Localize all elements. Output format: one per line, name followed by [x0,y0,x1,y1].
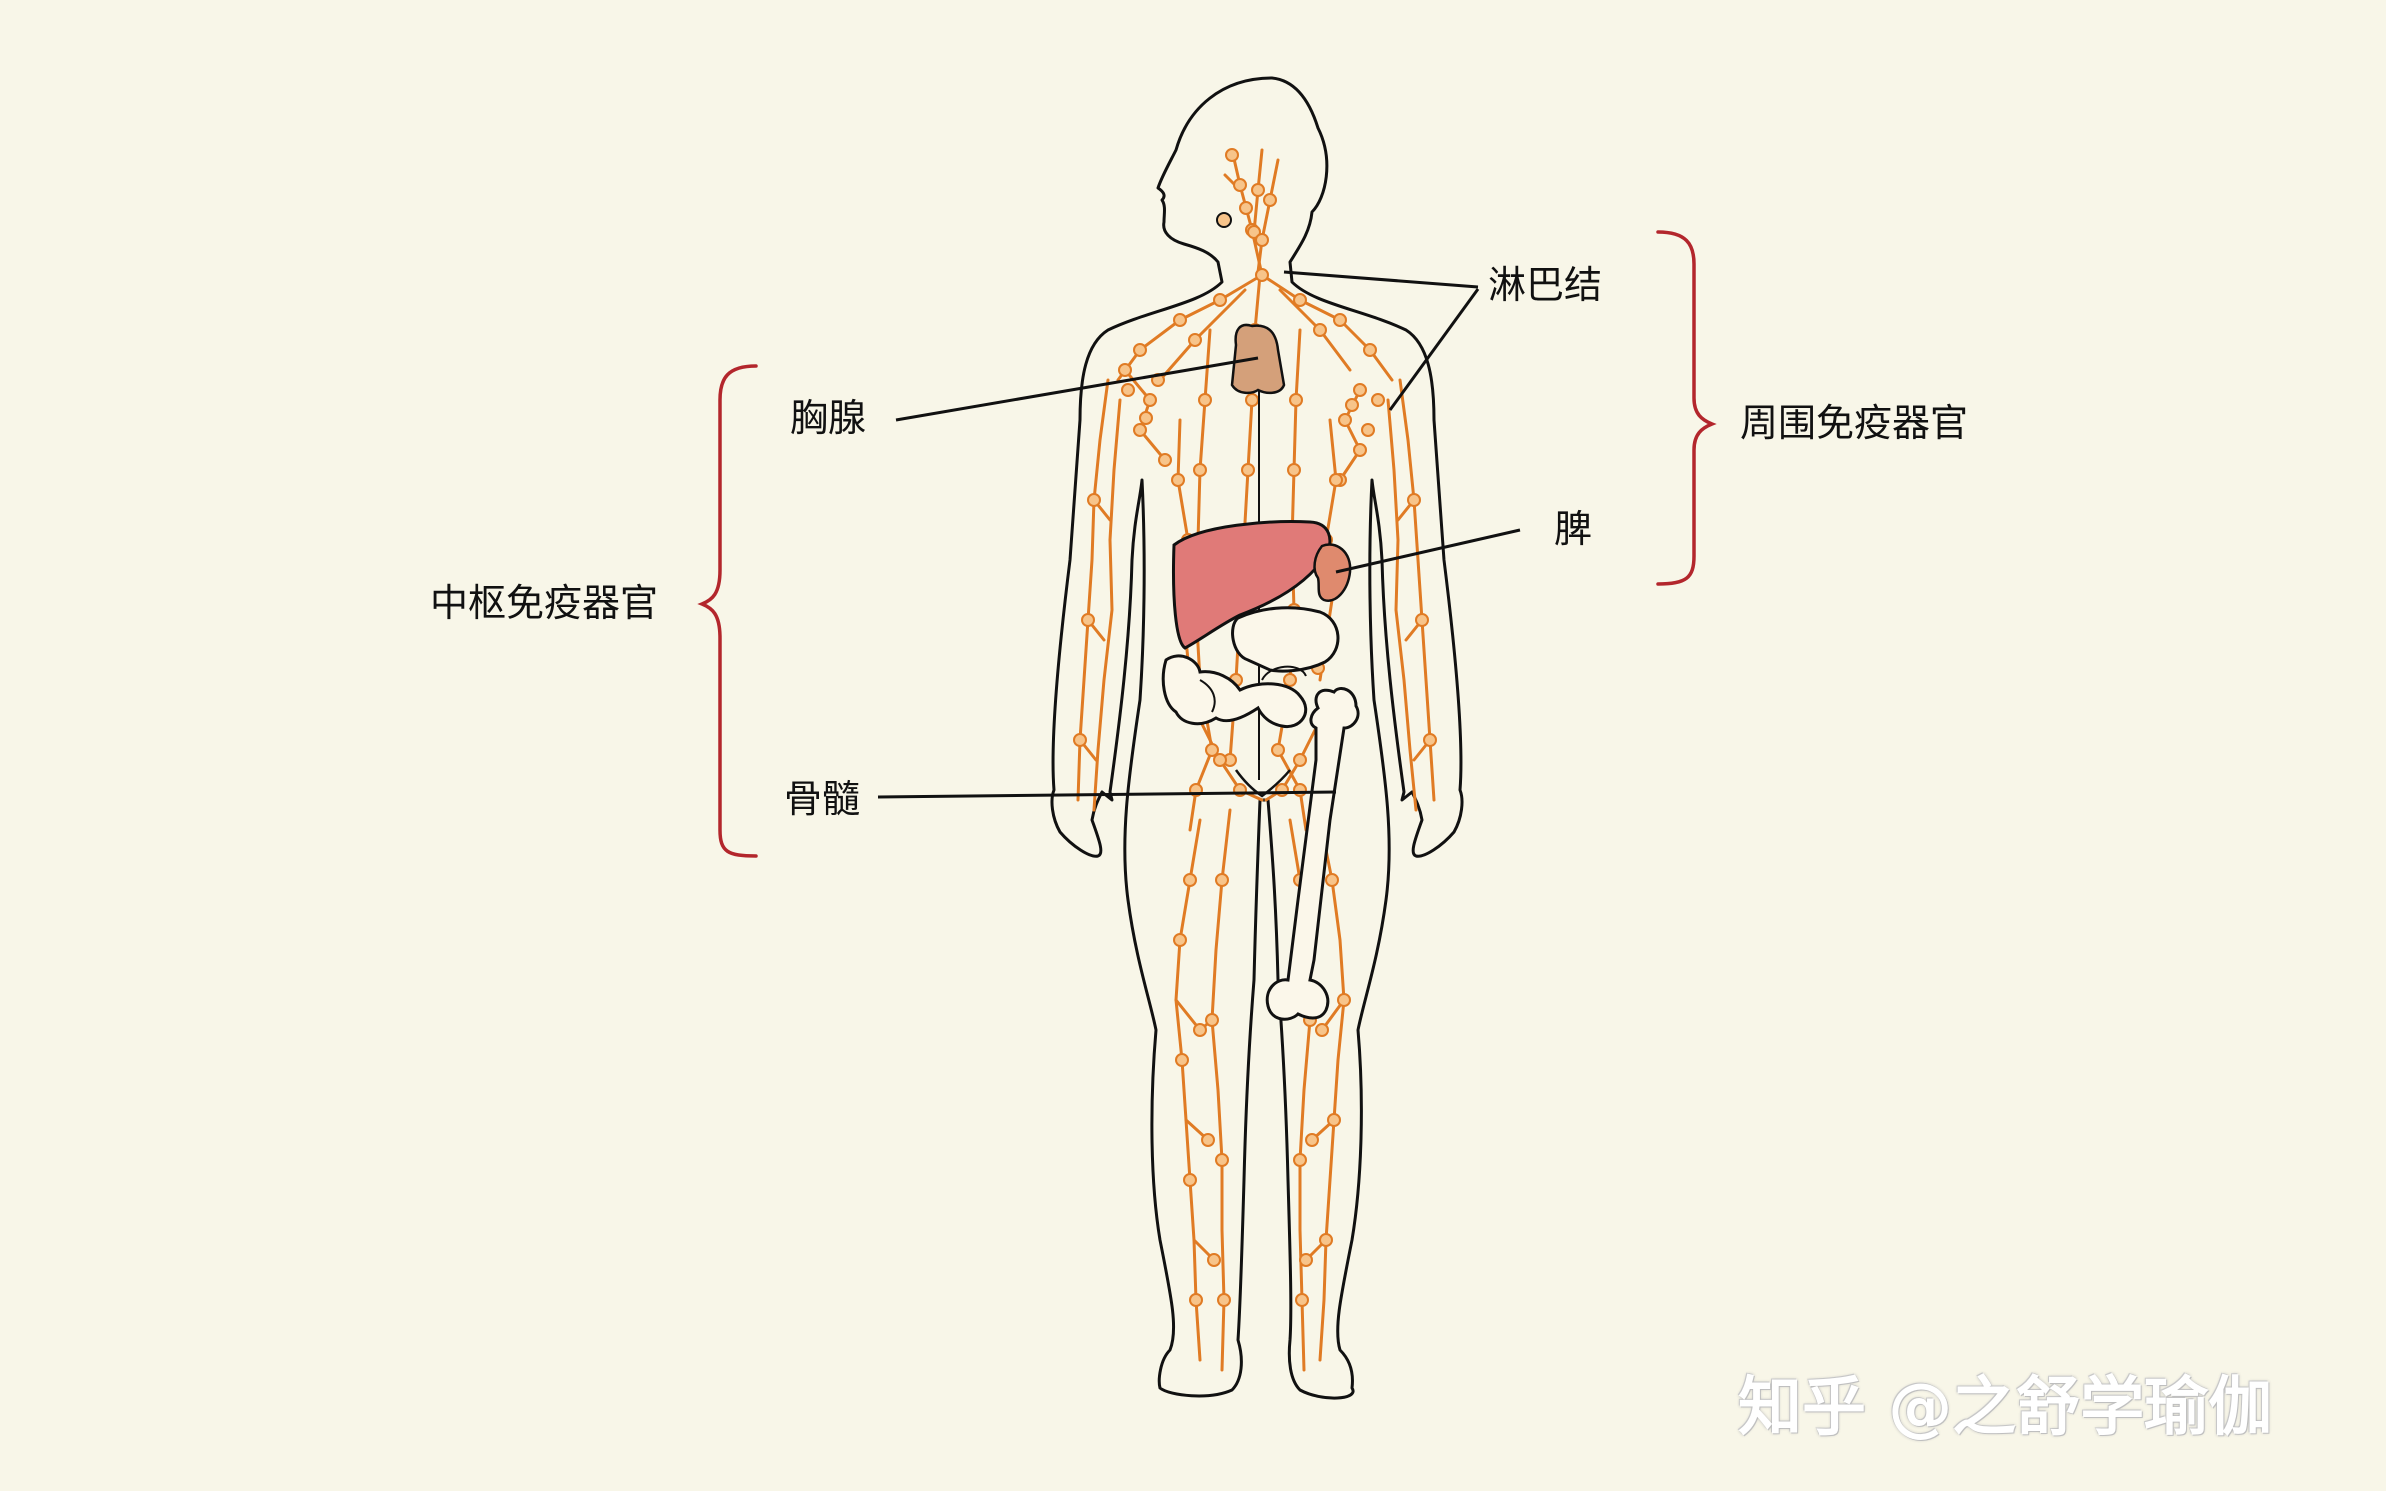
central-organs-bracket [697,364,758,858]
lymph-node [1225,148,1239,162]
lymph-node [1293,753,1307,767]
lymph-node [1121,383,1135,397]
lymph-node [1263,193,1277,207]
lymph-node [1233,178,1247,192]
label-bone-marrow: 骨髓 [784,777,861,821]
lymph-node [1247,225,1261,239]
leader-bone-marrow [877,790,1337,799]
lymph-node [1215,873,1229,887]
lymph-node [1241,463,1255,477]
lymph-node [1313,323,1327,337]
lymph-node [1327,1113,1341,1127]
lymph-node [1361,423,1375,437]
lymph-node [1183,873,1197,887]
lymph-node [1287,463,1301,477]
lymph-node [1245,393,1259,407]
lymph-node [1143,393,1157,407]
peripheral-organs-bracket [1656,230,1717,586]
lymph-node [1353,443,1367,457]
lymph-node [1175,1053,1189,1067]
lymph-node [1073,733,1087,747]
leader-thymus [895,356,1259,422]
lymph-node [1239,201,1253,215]
lymph-node [1325,873,1339,887]
lymph-node [1271,743,1285,757]
lymph-node [1251,183,1265,197]
label-lymph-nodes: 淋巴结 [1488,263,1603,307]
lymph-node [1118,363,1132,377]
lymph-node [1173,933,1187,947]
intestine-fold [1199,665,1307,713]
watermark-text: 知乎 @之舒学瑜伽 [1738,1371,2273,1445]
lymph-node [1299,1253,1313,1267]
lymph-node [1283,673,1297,687]
lymph-node [1158,453,1172,467]
lymph-node [1139,411,1153,425]
lymph-node [1329,473,1343,487]
lymph-node [1205,743,1219,757]
stomach-organ [1231,606,1340,673]
lymph-node [1337,993,1351,1007]
lymph-node [1255,233,1269,247]
lymph-node [1407,493,1421,507]
lymph-node [1193,1023,1207,1037]
lymph-node [1087,493,1101,507]
lymph-node [1363,343,1377,357]
lymph-node [1173,313,1187,327]
liver-organ [1171,520,1332,650]
lymph-node [1213,753,1227,767]
femur-bone [1265,687,1360,1021]
lymph-node [1345,398,1359,412]
lymph-node [1333,313,1347,327]
leader-lymph-nodes-neck [1283,270,1479,289]
leader-spleen [1335,528,1521,574]
lymph-node [1081,613,1095,627]
body-outline [1050,76,1464,1400]
lymph-node [1415,613,1429,627]
lymph-node [1188,333,1202,347]
lymph-node [1205,1013,1219,1027]
label-peripheral-organs: 周围免疫器官 [1740,401,1969,445]
lymph-node [1293,783,1307,797]
lymph-node [1189,1293,1203,1307]
lymph-node [1353,383,1367,397]
lymph-node [1371,393,1385,407]
ear-node [1216,212,1232,228]
lymph-node [1193,463,1207,477]
lymph-node [1207,1253,1221,1267]
lymph-node [1213,293,1227,307]
lymph-node [1275,783,1289,797]
lymph-node [1305,1133,1319,1147]
leader-lymph-nodes-axilla [1388,288,1480,411]
lymph-node [1338,413,1352,427]
lymph-node [1315,1023,1329,1037]
lymph-node [1217,1293,1231,1307]
leader-lines [877,270,1521,799]
lymph-node [1198,393,1212,407]
spleen-organ [1313,543,1352,602]
lymph-node [1295,1293,1309,1307]
lymph-node [1255,268,1269,282]
lymph-node [1215,1153,1229,1167]
lymph-node [1183,1173,1197,1187]
lymph-node [1201,1133,1215,1147]
label-thymus: 胸腺 [790,396,867,440]
lymph-node [1171,473,1185,487]
lymph-node [1133,423,1147,437]
label-spleen: 脾 [1554,507,1593,551]
lymph-node [1293,293,1307,307]
label-central-organs: 中枢免疫器官 [430,581,659,625]
lymph-node [1423,733,1437,747]
intestine-organ [1161,654,1308,729]
lymph-node [1319,1233,1333,1247]
lymph-node [1133,343,1147,357]
pelvis-bone [1234,769,1291,798]
lymph-node [1289,393,1303,407]
lymph-node [1293,1153,1307,1167]
